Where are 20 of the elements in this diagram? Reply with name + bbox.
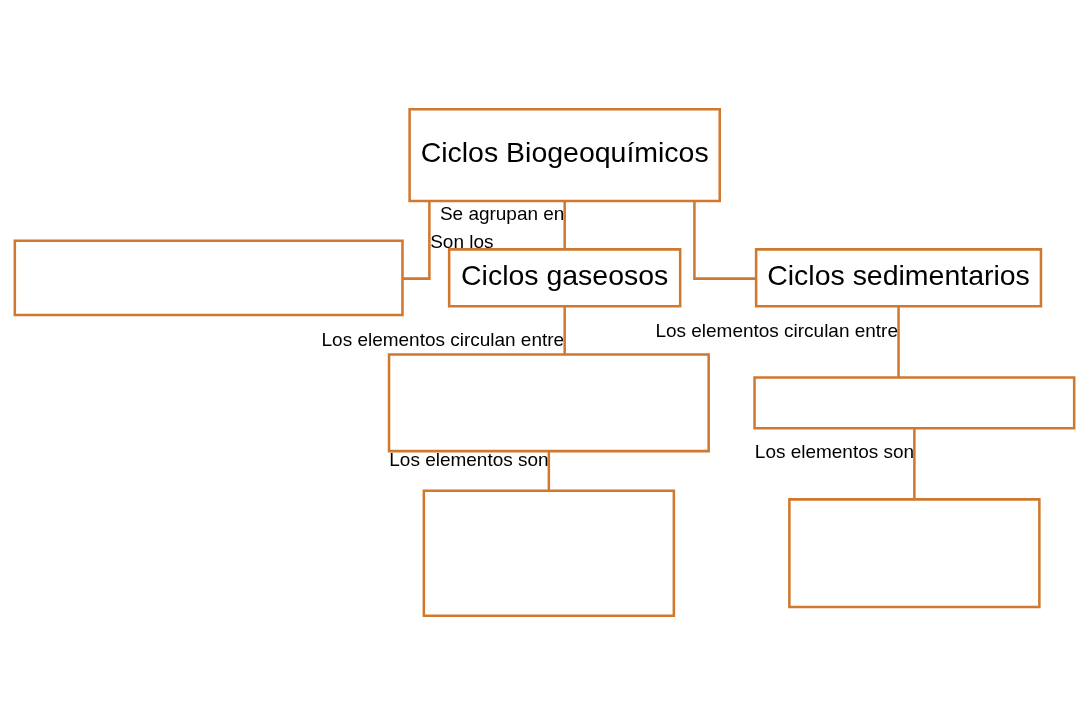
edge-label: Los elementos son (754, 441, 915, 463)
connector (563, 306, 566, 355)
edge-label: Los elementos son (389, 448, 549, 470)
node-box: Ciclos gaseosos (447, 248, 682, 308)
node-box: Ciclos sedimentarios (754, 248, 1043, 308)
edge-label: Se agrupan en (439, 203, 565, 225)
edge-label: Los elementos circulan entre (321, 328, 565, 350)
connector (547, 451, 551, 491)
node-box (13, 239, 404, 317)
edge-label: Los elementos circulan entre (655, 319, 898, 341)
connector (693, 201, 756, 280)
connector (913, 428, 916, 499)
connector (402, 201, 431, 280)
node-box (422, 489, 676, 617)
connector (563, 201, 566, 250)
node-box (753, 376, 1076, 430)
node-box (387, 353, 710, 453)
connector (897, 306, 900, 378)
node-box: Ciclos Biogeoquímicos (408, 108, 721, 203)
node-box (788, 498, 1041, 609)
